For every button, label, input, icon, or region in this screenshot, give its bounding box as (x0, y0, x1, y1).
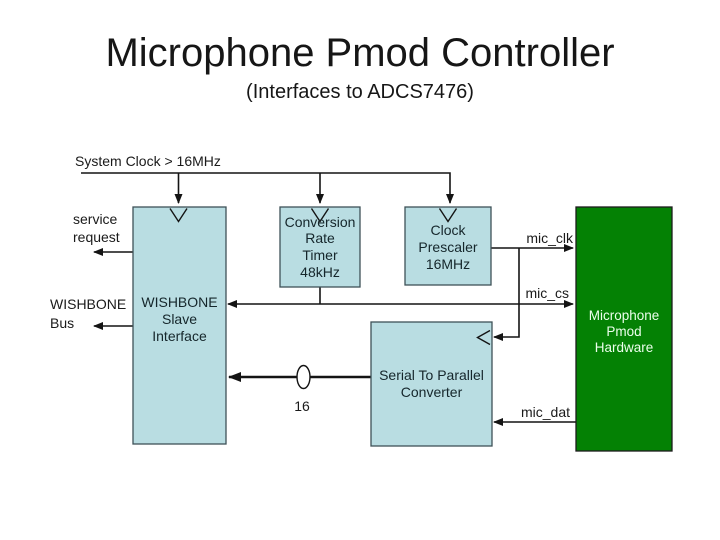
serial-to-parallel-caption-line1: Serial To Parallel (379, 367, 484, 383)
conversion-timer-caption-line3: Timer (302, 247, 338, 263)
wishbone-bus-label-line1: WISHBONE (50, 296, 126, 312)
timer-clock-chevron-icon (310, 208, 330, 223)
service-request-label-line1: service (73, 211, 118, 227)
wishbone-bus-label-line2: Bus (50, 315, 74, 331)
conversion-timer-caption-line4: 48kHz (300, 264, 340, 280)
converter-clock-chevron-icon (476, 329, 491, 346)
system-clock-label: System Clock > 16MHz (75, 153, 221, 169)
system-clock-line (81, 172, 454, 204)
serial-to-parallel-caption-line2: Converter (401, 384, 463, 400)
mic-clk-label: mic_clk (526, 230, 574, 246)
clock-prescaler-caption-line2: Prescaler (418, 239, 477, 255)
wishbone-slave-caption-line1: WISHBONE (141, 294, 217, 310)
conversion-timer-caption-line1: Conversion (285, 214, 356, 230)
bus-width-ellipse (296, 364, 311, 390)
serial-to-parallel-block (370, 321, 493, 447)
pmod-hardware-caption-line3: Hardware (595, 340, 654, 355)
wishbone-slave-block (132, 206, 227, 445)
pmod-hardware-caption-line2: Pmod (606, 324, 641, 339)
pmod-hardware-caption-line1: Microphone (589, 308, 660, 323)
prescaler-clock-chevron-icon (438, 208, 458, 223)
slide-subtitle: (Interfaces to ADCS7476) (246, 81, 474, 103)
mic-dat-label: mic_dat (521, 404, 570, 420)
slide-title: Microphone Pmod Controller (105, 31, 615, 75)
mic-clk-branch-arrow (493, 248, 520, 341)
clock-prescaler-caption-line3: 16MHz (426, 256, 470, 272)
clock-prescaler-block (404, 206, 492, 286)
conversion-timer-caption-line2: Rate (305, 230, 335, 246)
clock-prescaler-caption-line1: Clock (430, 222, 466, 238)
wishbone-clock-chevron-icon (169, 208, 188, 223)
microphone-pmod-hardware-block (575, 206, 673, 452)
service-request-label-line2: request (73, 229, 120, 245)
mic-cs-label: mic_cs (525, 285, 569, 301)
wishbone-slave-caption-line2: Slave (162, 311, 197, 327)
wishbone-slave-caption-line3: Interface (152, 328, 207, 344)
bus-width-label: 16 (294, 398, 310, 414)
